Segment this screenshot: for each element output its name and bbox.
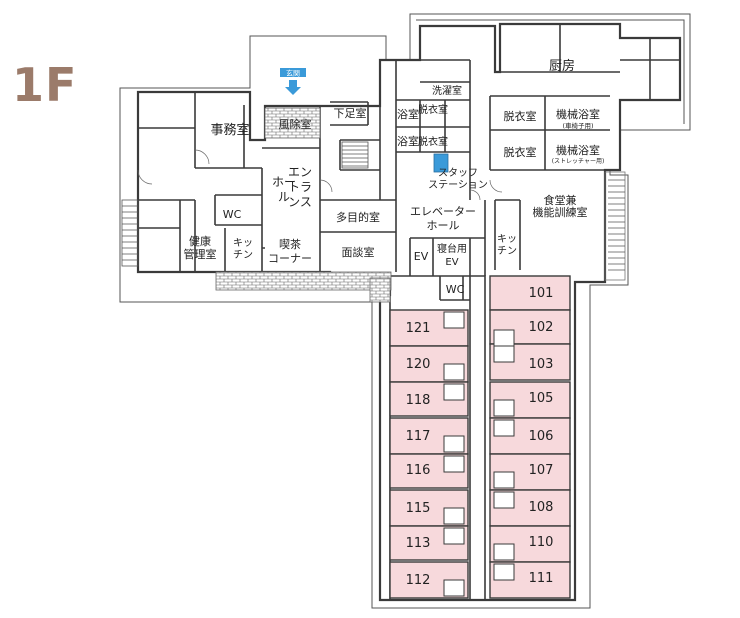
entrance-arrow-icon (285, 80, 301, 95)
room-number: 106 (529, 429, 554, 444)
room-cafe-2: コーナー (268, 252, 312, 265)
room-number: 101 (529, 286, 554, 301)
room-number: 107 (529, 463, 554, 478)
room-number: 120 (406, 357, 431, 372)
room-bath-2: 浴室 (397, 134, 419, 148)
room-number: 116 (406, 463, 431, 478)
entrance-marker: 玄関 (280, 68, 306, 95)
room-wc-2: WC (446, 283, 465, 296)
room-interview: 面談室 (342, 245, 375, 259)
room-kitchen-right-1: キッ (497, 234, 517, 245)
room-numbers-right: 101 102 103 105 106 107 108 110 111 (529, 286, 554, 586)
floor-label: 1F (12, 58, 78, 112)
room-elevator-hall-1: エレベーター (410, 205, 476, 218)
staircase (121, 141, 625, 271)
room-bed-ev-2: EV (445, 257, 458, 268)
room-toilets (443, 311, 515, 597)
room-kitchen-small-1: キッ (233, 238, 253, 249)
room-bath-1: 浴室 (397, 107, 419, 121)
room-kitchen-main: 厨房 (549, 58, 575, 74)
interior-walls (137, 24, 680, 600)
room-dining-1: 食堂兼 (544, 193, 577, 207)
room-number: 115 (406, 501, 431, 516)
room-bed-ev-1: 寝台用 (437, 242, 467, 255)
room-number: 102 (529, 320, 554, 335)
room-windbreak: 風除室 (279, 117, 312, 131)
door-swings (137, 149, 503, 201)
room-wc-1: WC (223, 208, 242, 221)
room-laundry: 洗濯室 (432, 84, 462, 97)
room-staff-station-2: ステーション (428, 180, 488, 191)
resident-rooms-left (389, 309, 469, 599)
room-mech-bath-2-sub: (ストレッチャー用) (552, 158, 605, 165)
room-kitchen-small-2: チン (233, 249, 253, 261)
room-number: 108 (529, 500, 554, 515)
room-multi-purpose: 多目的室 (336, 210, 380, 224)
paving (215, 107, 626, 303)
room-entrance-hall-4: ホー (272, 175, 296, 189)
room-number: 111 (529, 571, 554, 586)
room-dining-2: 機能訓練室 (533, 205, 588, 219)
room-shoe: 下足室 (334, 106, 367, 120)
room-dress-1: 脱衣室 (418, 103, 448, 116)
room-numbers-left: 121 120 118 117 116 115 113 112 (406, 321, 431, 588)
staff-station-marker (433, 153, 449, 173)
room-cafe-1: 喫茶 (279, 238, 301, 251)
room-staff-station-1: スタッフ (438, 167, 478, 179)
room-ev: EV (414, 250, 429, 263)
room-number: 121 (406, 321, 431, 336)
room-entrance-hall-1: エン (288, 165, 312, 179)
room-health-1: 健康 (189, 234, 211, 248)
room-kitchen-right-2: チン (497, 245, 517, 257)
room-mech-bath-1: 機械浴室 (556, 107, 600, 121)
room-dress-2: 脱衣室 (418, 135, 448, 148)
room-labels: 事務室 風除室 下足室 厨房 洗濯室 浴室 脱衣室 浴室 脱衣室 脱衣室 脱衣室… (184, 58, 605, 296)
room-number: 105 (529, 391, 554, 406)
room-number: 110 (529, 535, 554, 550)
room-mech-bath-2: 機械浴室 (556, 143, 600, 157)
resident-room[interactable] (489, 275, 571, 311)
room-entrance-hall-5: ル (278, 190, 290, 204)
entrance-tag: 玄関 (286, 69, 300, 78)
room-health-2: 管理室 (184, 247, 217, 261)
room-number: 117 (406, 429, 431, 444)
room-mech-bath-1-sub: (車椅子用) (562, 121, 593, 130)
room-entrance-hall-3: ンス (288, 195, 312, 209)
room-dress-4: 脱衣室 (504, 145, 537, 159)
room-number: 112 (406, 573, 431, 588)
room-number: 103 (529, 357, 554, 372)
room-entrance-hall-2: トラ (288, 180, 312, 194)
room-number: 118 (406, 393, 431, 408)
room-elevator-hall-2: ホール (427, 219, 460, 232)
room-office: 事務室 (210, 122, 249, 138)
room-number: 113 (406, 536, 431, 551)
room-dress-3: 脱衣室 (504, 109, 537, 123)
